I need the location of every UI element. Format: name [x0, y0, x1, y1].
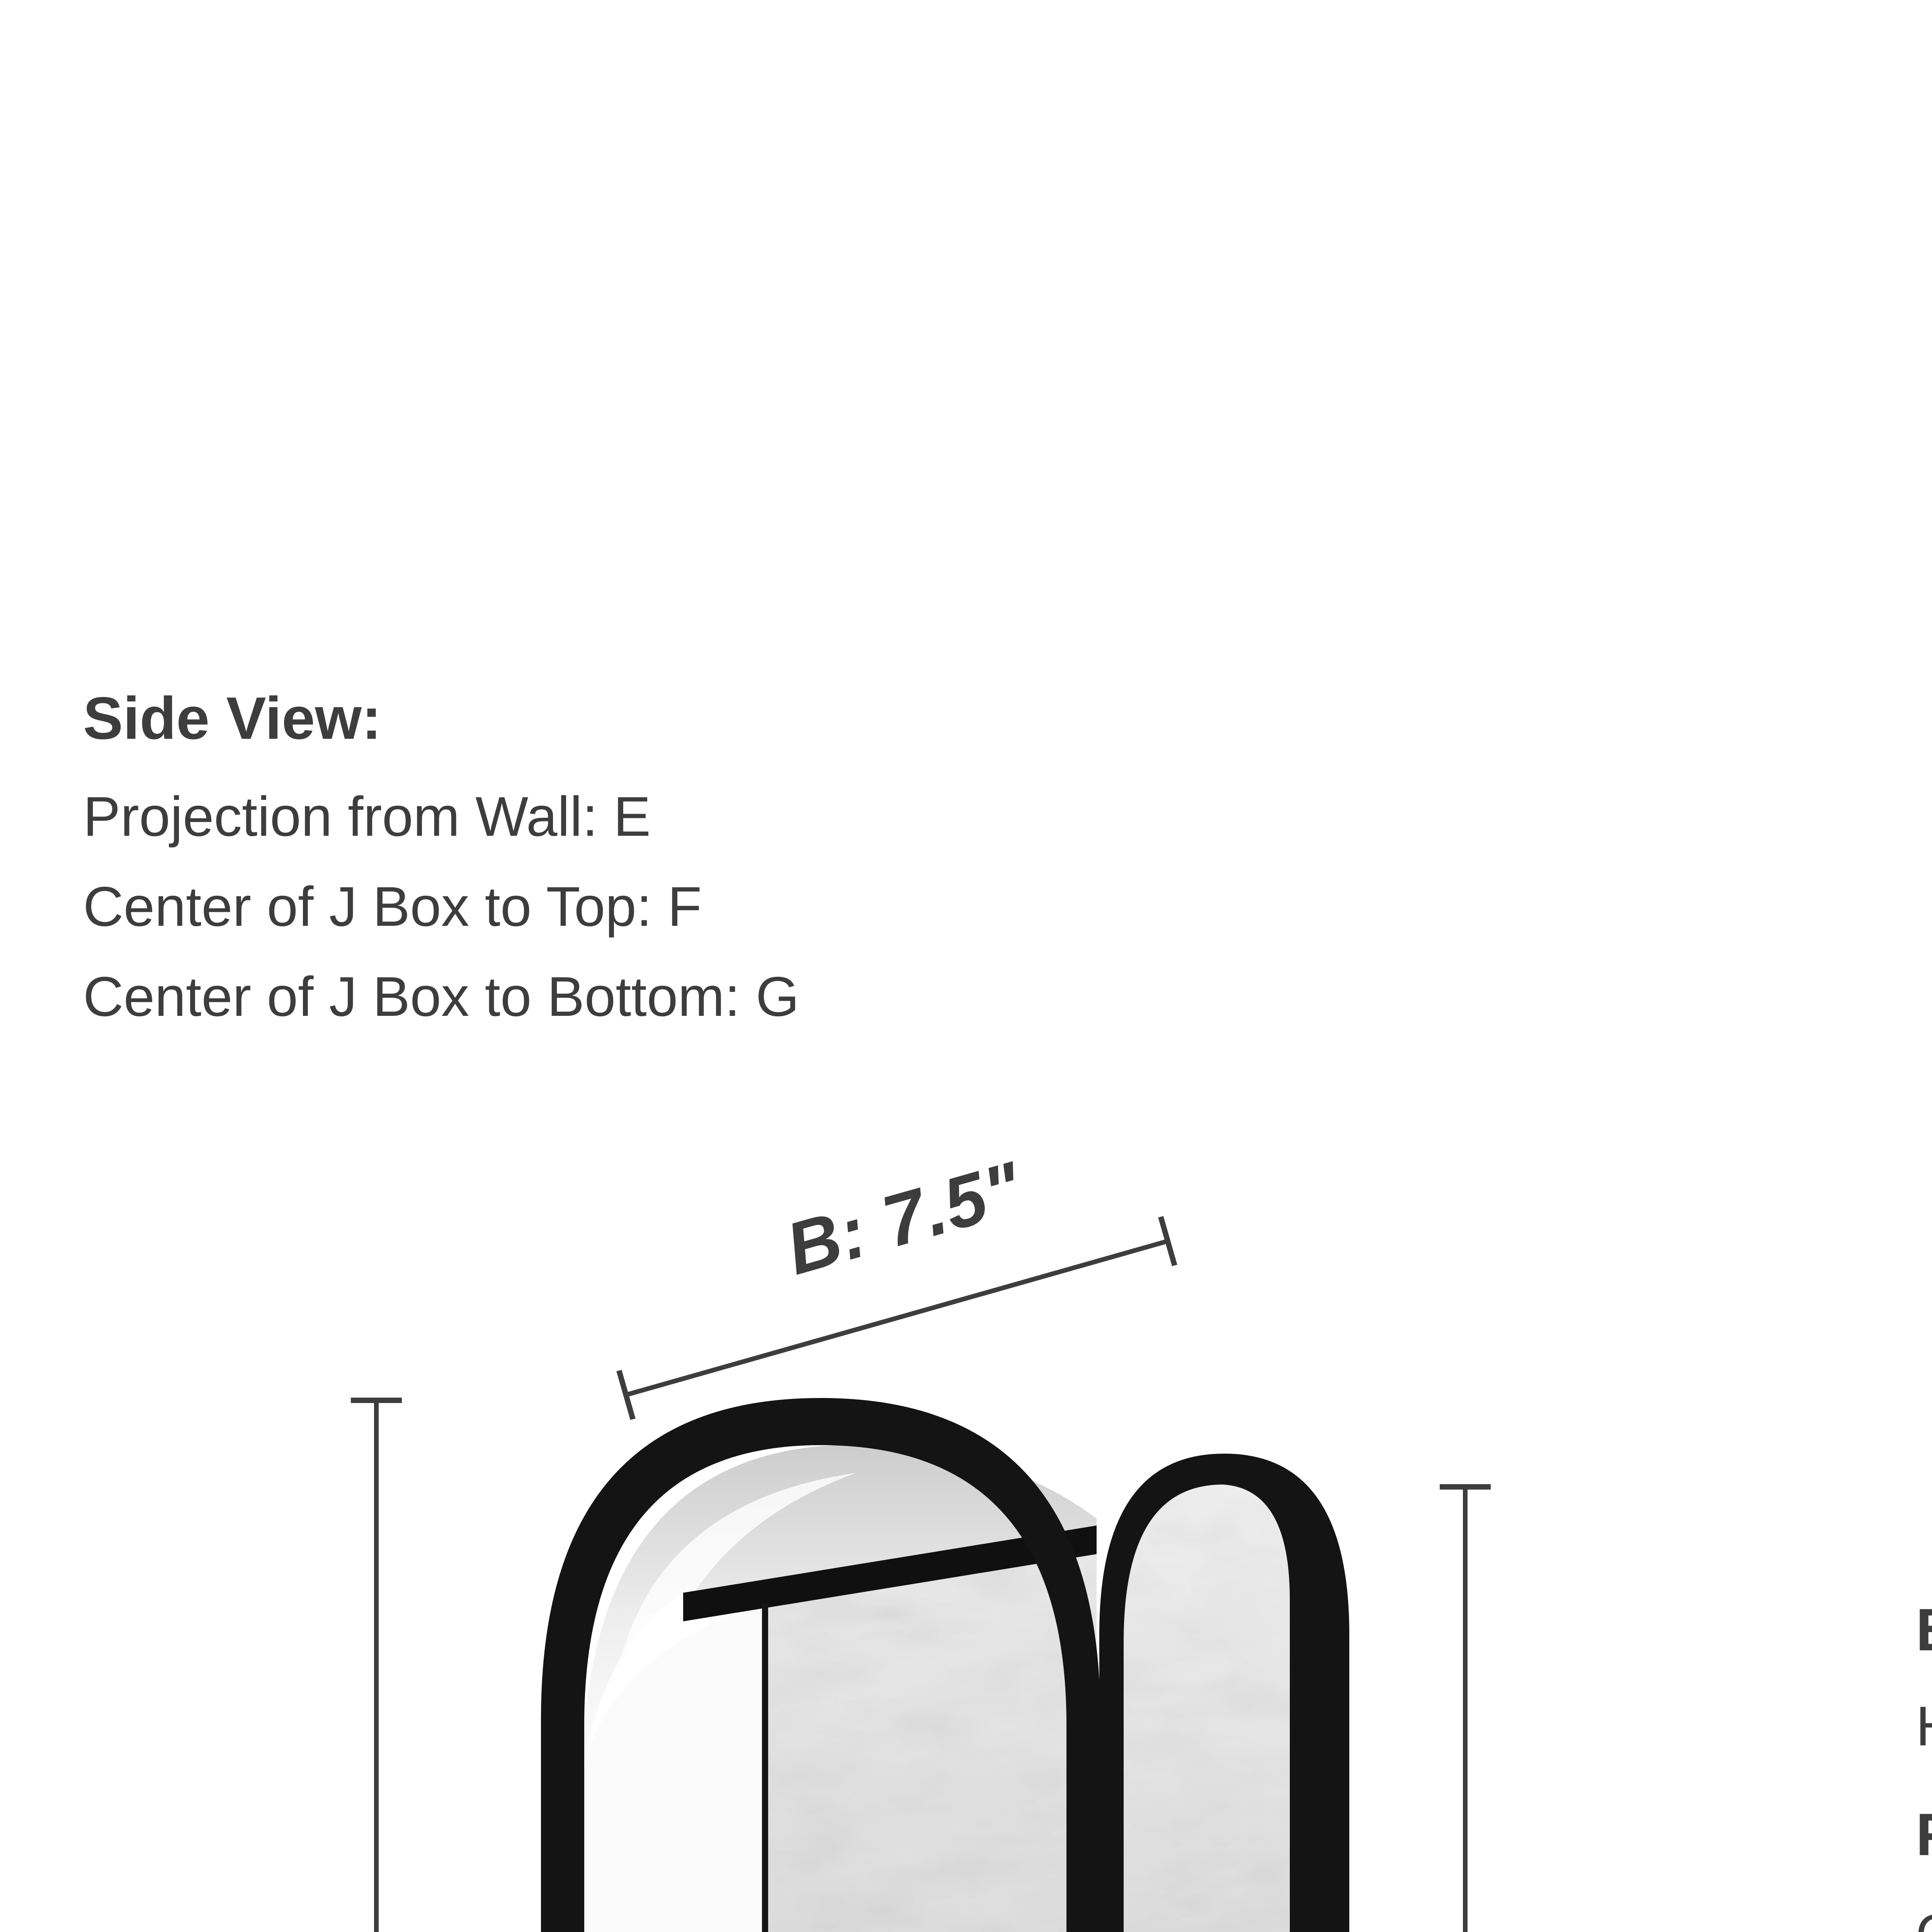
note-jbox-to-bottom: Center of J Box to Bottom: G: [83, 965, 799, 1028]
dimension-lines: [351, 1216, 1491, 1932]
dim-line-c: [351, 1398, 402, 1932]
backplate-title: Backplate:: [1916, 1594, 1932, 1666]
note-jbox-to-top: Center of J Box to Top: F: [83, 875, 702, 938]
dim-line-a: [1440, 1484, 1491, 1932]
backplate-height: Height: A: [1916, 1692, 1932, 1760]
note-projection-from-wall: Projection from Wall: E: [83, 785, 651, 848]
front-top-bar: [683, 1526, 1097, 1621]
front-left-glass: [582, 1603, 762, 1932]
fixture-overall-height: Overall Height: C: [1916, 1900, 1932, 1932]
side-view-notes-title: Side View:: [83, 685, 382, 752]
dim-line-b: [616, 1216, 1177, 1420]
fixture-title: Fixture:: [1916, 1799, 1932, 1871]
front-view-drawing: [541, 1398, 1349, 1932]
